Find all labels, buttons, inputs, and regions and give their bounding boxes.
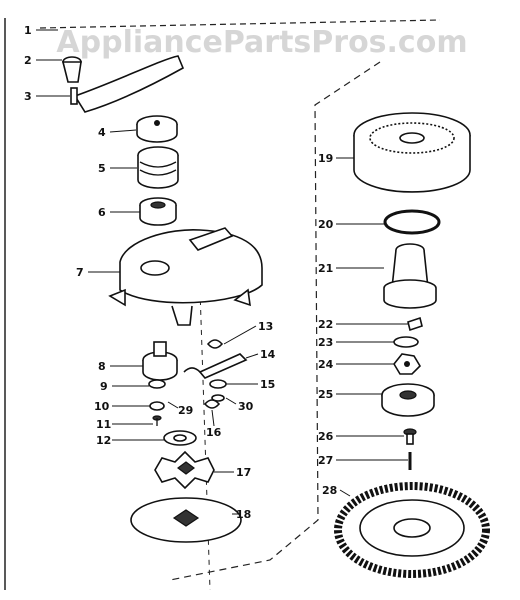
part-26-screw: [403, 428, 417, 445]
part-16-clip: [203, 399, 221, 409]
part-handle: [61, 55, 185, 113]
callout-25: 25: [318, 388, 333, 401]
callout-21: 21: [318, 262, 333, 275]
part-6-bushing: [139, 197, 177, 226]
callout-2: 2: [24, 54, 32, 67]
callout-12: 12: [96, 434, 111, 447]
callout-5: 5: [98, 162, 106, 175]
part-11-screw: [152, 415, 162, 426]
callout-10: 10: [94, 400, 110, 413]
part-18-base-plate: [130, 497, 242, 543]
callout-20: 20: [318, 218, 334, 231]
part-13-clip: [206, 339, 224, 349]
part-30-washer: [211, 394, 225, 402]
callout-17: 17: [236, 466, 251, 479]
callout-27: 27: [318, 454, 333, 467]
callout-22: 22: [318, 318, 333, 331]
part-15-washer: [209, 379, 227, 389]
callout-6: 6: [98, 206, 106, 219]
part-5-spring: [137, 146, 179, 189]
part-10-washer: [149, 401, 165, 411]
callout-19: 19: [318, 152, 333, 165]
callout-23: 23: [318, 336, 333, 349]
callout-14: 14: [260, 348, 276, 361]
part-21-hub: [383, 243, 437, 309]
callout-1: 1: [24, 24, 32, 37]
part-25-ratchet: [381, 383, 435, 417]
right-dash-line: [169, 61, 381, 581]
part-19-ring: [353, 112, 471, 193]
callout-9: 9: [100, 380, 108, 393]
callout-26: 26: [318, 430, 334, 443]
part-23-washer: [393, 336, 419, 348]
callout-3: 3: [24, 90, 32, 103]
part-24-cam: [393, 353, 422, 375]
part-22-key: [407, 316, 423, 332]
callout-13: 13: [258, 320, 273, 333]
callout-4: 4: [98, 126, 106, 139]
part-29-spring: [183, 367, 201, 373]
callout-30: 30: [238, 400, 254, 413]
part-8-gear: [142, 341, 178, 381]
callout-7: 7: [76, 266, 84, 279]
part-28-wheel: [334, 482, 490, 578]
callout-28: 28: [322, 484, 337, 497]
callout-15: 15: [260, 378, 275, 391]
part-12-washer: [163, 430, 197, 446]
top-dash-line: [39, 19, 441, 29]
callout-18: 18: [236, 508, 251, 521]
callout-11: 11: [96, 418, 111, 431]
part-20-o-ring: [383, 209, 441, 235]
callout-16: 16: [206, 426, 222, 439]
part-14-lever: [198, 353, 248, 379]
part-17-star-plate: [154, 450, 215, 490]
callout-labels: 1 2 3 4 5 6 7 8 9 10 11 12 13 14 15 16 1…: [24, 24, 337, 521]
callout-24: 24: [318, 358, 334, 371]
callout-29: 29: [178, 404, 193, 417]
part-9-washer: [148, 379, 166, 389]
part-4-cap: [136, 115, 178, 143]
watermark: AppliancePartsPros.com: [56, 25, 467, 60]
callout-leaders: [36, 29, 408, 515]
callout-8: 8: [98, 360, 106, 373]
part-7-housing: [108, 227, 263, 326]
